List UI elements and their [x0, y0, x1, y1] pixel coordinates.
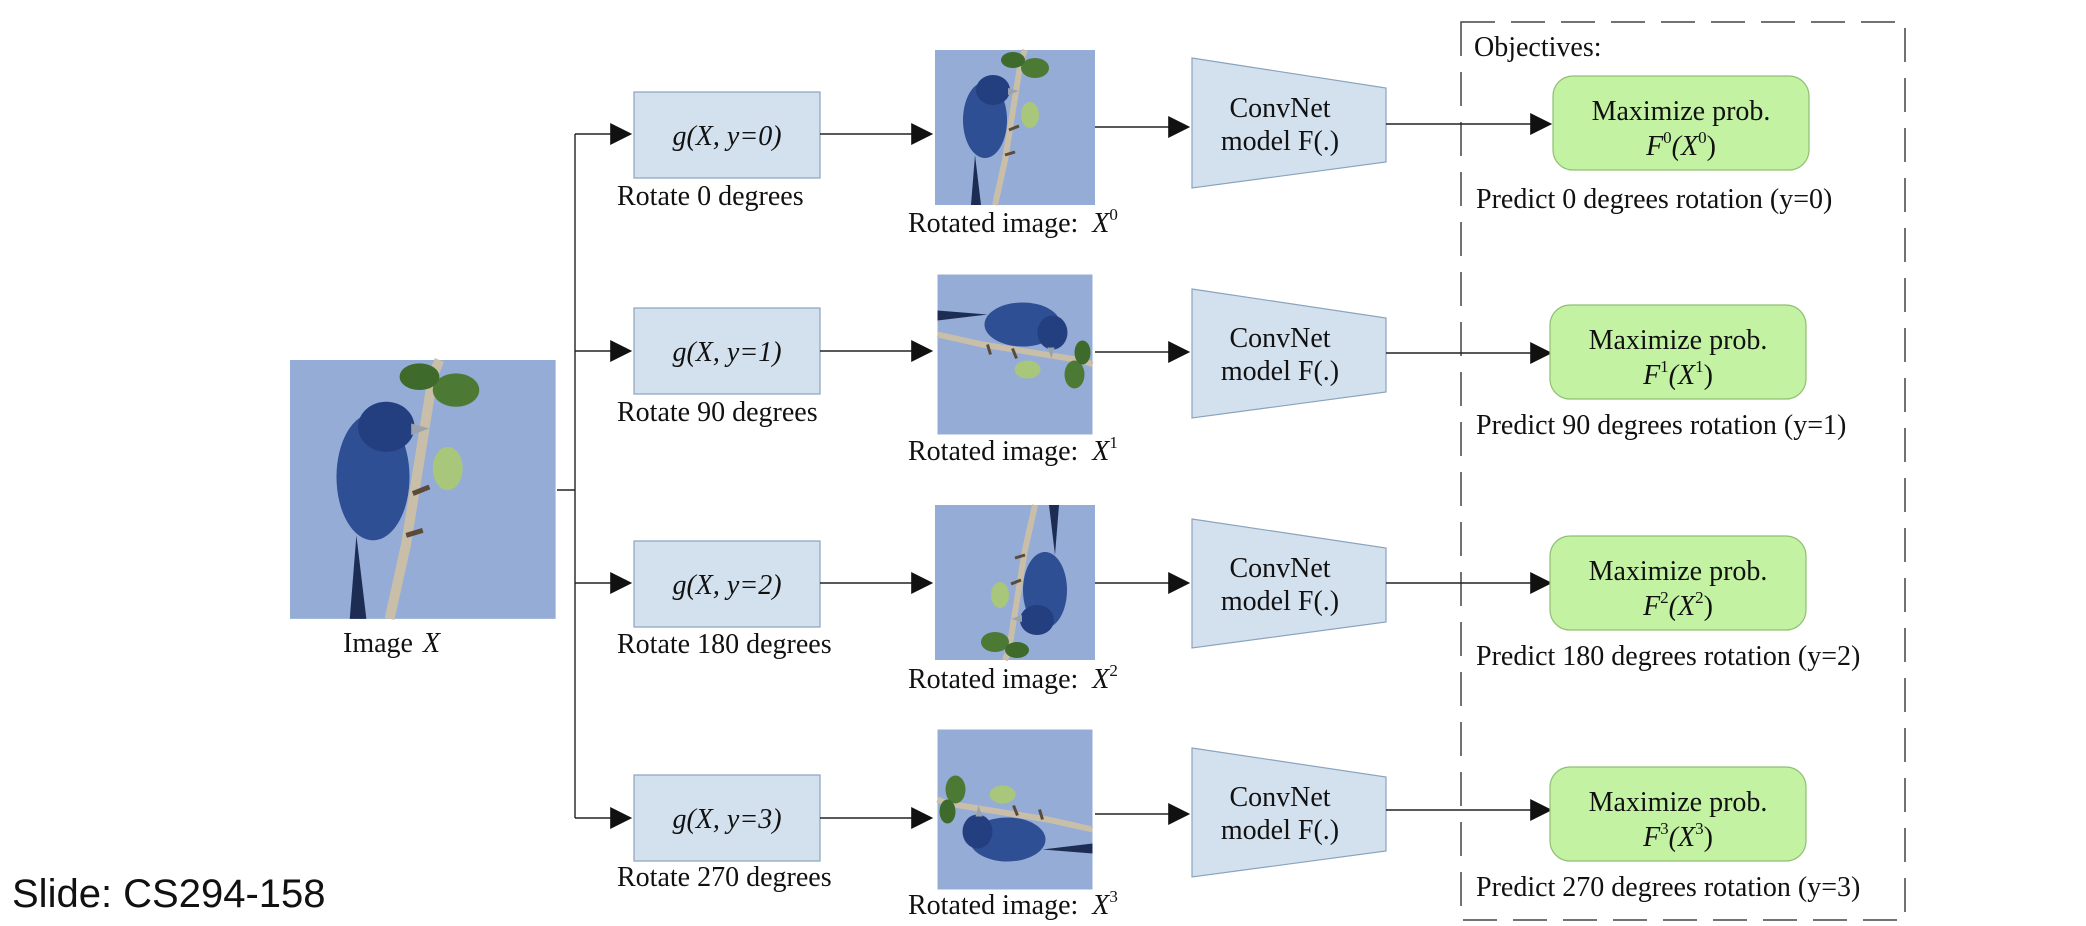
input-image [290, 360, 556, 619]
rotated-image [938, 275, 1093, 435]
convnet-model [1191, 288, 1387, 419]
model-label-line2: model F(.) [1221, 586, 1339, 617]
rotated-image-label: Rotated image:X2 [908, 661, 1118, 695]
slide-footer: Slide: CS294-158 [12, 872, 326, 916]
model-label-line1: ConvNet [1229, 553, 1330, 584]
transform-formula: g(X, y=1) [672, 337, 781, 368]
objectives-title: Objectives: [1474, 32, 1602, 63]
transform-formula: g(X, y=3) [672, 804, 781, 835]
model-label-line1: ConvNet [1229, 93, 1330, 124]
row-rotation-180: g(X, y=2) Rotate 180 degrees Rotated ima… [617, 505, 1860, 695]
rotated-image [935, 50, 1095, 205]
predict-label: Predict 0 degrees rotation (y=0) [1476, 184, 1832, 215]
model-label-line2: model F(.) [1221, 356, 1339, 387]
convnet-model [1191, 747, 1387, 878]
objectives-frame [1460, 21, 1906, 921]
rotated-image-label: Rotated image:X0 [908, 205, 1118, 239]
transform-formula: g(X, y=0) [672, 121, 781, 152]
transform-box [633, 774, 821, 862]
convnet-model [1191, 57, 1387, 189]
rotate-label: Rotate 180 degrees [617, 629, 832, 660]
objective-title: Maximize prob. [1589, 325, 1768, 356]
objective-title: Maximize prob. [1592, 96, 1771, 127]
rotate-label: Rotate 0 degrees [617, 181, 804, 212]
model-label-line2: model F(.) [1221, 126, 1339, 157]
predict-label: Predict 90 degrees rotation (y=1) [1476, 410, 1846, 441]
row-rotation-0: g(X, y=0) Rotate 0 degrees Rotated image… [617, 50, 1832, 239]
objective-box [1549, 766, 1807, 862]
rotated-image [938, 730, 1093, 890]
objective-title: Maximize prob. [1589, 556, 1768, 587]
model-label-line1: ConvNet [1229, 323, 1330, 354]
rotate-label: Rotate 90 degrees [617, 397, 818, 428]
transform-box [633, 91, 821, 179]
objective-formula: F3(X3) [1642, 819, 1713, 853]
objective-box [1549, 304, 1807, 400]
branch-connectors [557, 123, 633, 829]
objective-box [1549, 535, 1807, 631]
objective-formula: F0(X0) [1645, 128, 1716, 162]
rotated-image [935, 505, 1095, 660]
convnet-model [1191, 518, 1387, 649]
model-label-line2: model F(.) [1221, 815, 1339, 846]
objective-box [1552, 75, 1810, 171]
transform-box [633, 540, 821, 628]
transform-formula: g(X, y=2) [672, 570, 781, 601]
objective-formula: F2(X2) [1642, 588, 1713, 622]
model-label-line1: ConvNet [1229, 782, 1330, 813]
rotate-label: Rotate 270 degrees [617, 862, 832, 893]
predict-label: Predict 270 degrees rotation (y=3) [1476, 872, 1860, 903]
row-rotation-90: g(X, y=1) Rotate 90 degrees Rotated imag… [617, 275, 1846, 467]
objective-title: Maximize prob. [1589, 787, 1768, 818]
predict-label: Predict 180 degrees rotation (y=2) [1476, 641, 1860, 672]
objective-formula: F1(X1) [1642, 357, 1713, 391]
row-rotation-270: g(X, y=3) Rotate 270 degrees Rotated ima… [617, 730, 1860, 921]
rotated-image-label: Rotated image:X1 [908, 433, 1118, 467]
rotated-image-label: Rotated image:X3 [908, 887, 1118, 921]
